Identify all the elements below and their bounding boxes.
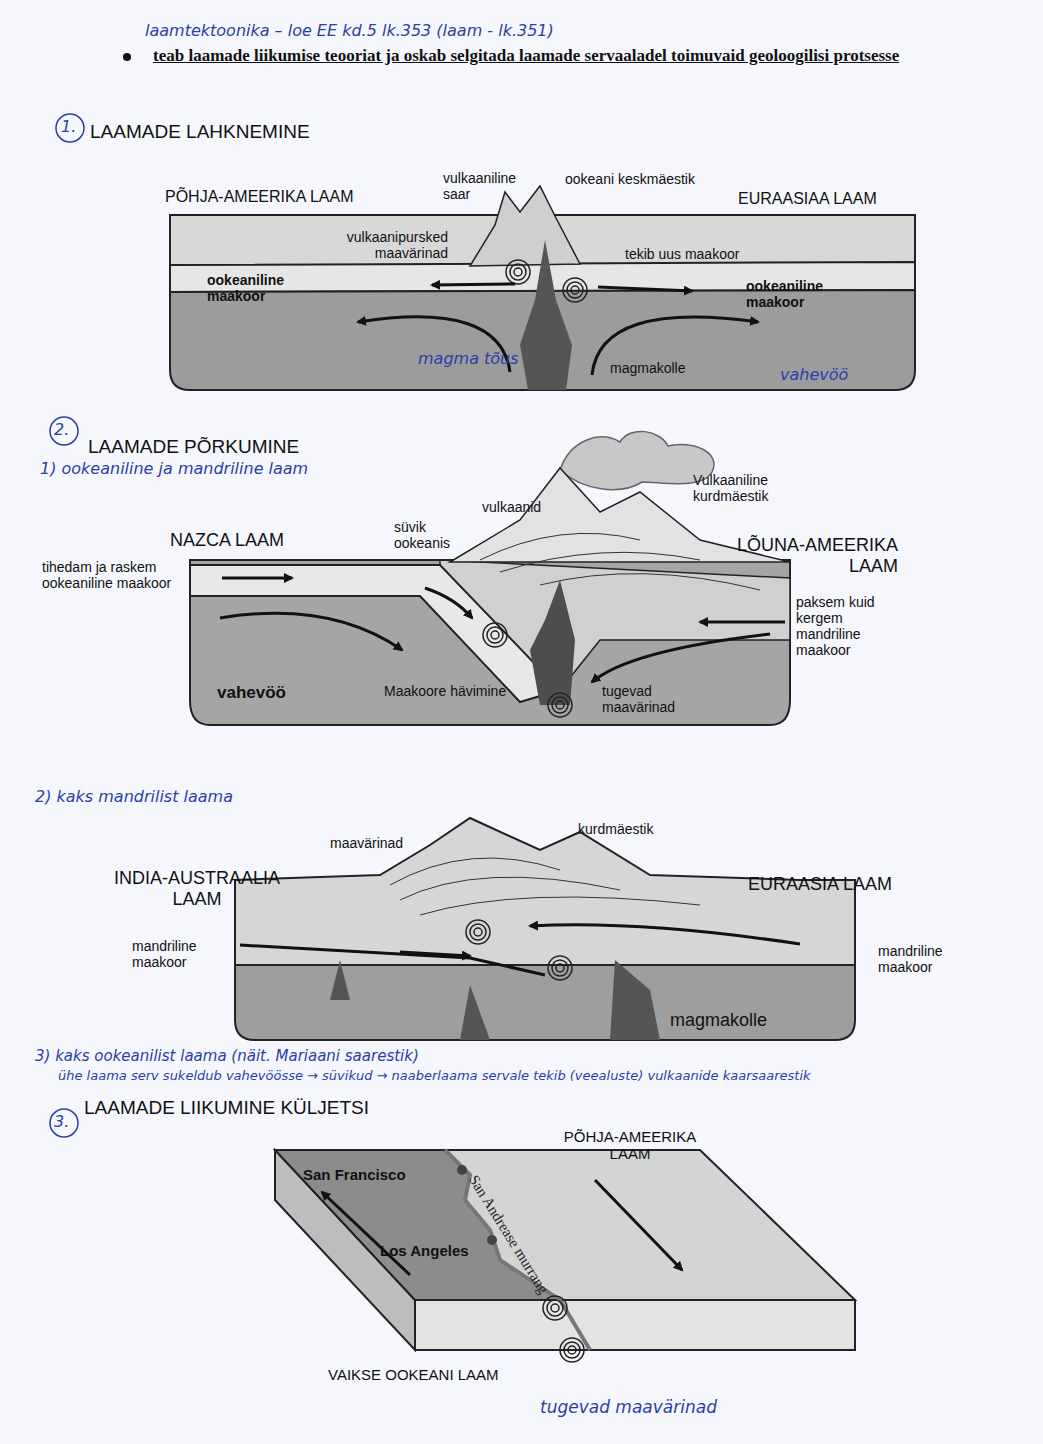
diagram-label: ühe laama serv sukeldub vahevöösse → süv… [58,1069,1038,1084]
diagram-label: 1. [61,118,76,136]
diagram-label: 3) kaks ookeanilist laama (näit. Mariaan… [35,1048,419,1065]
diagram-label: maavärinad [330,835,403,851]
diagram-label: ookeaniline maakoor [207,272,297,304]
diagram-label: vahevöö [780,366,848,384]
diagram-label: San Francisco [303,1166,406,1183]
diagram-label: 2. [54,421,69,439]
diagram-label: kurdmäestik [578,821,653,837]
convergent-continent-continent [235,818,855,1040]
diagram-label: PÕHJA-AMEERIKA LAAM [165,188,354,206]
diagram-label: ookeani keskmäestik [565,171,695,187]
diagram-label: mandriline maakoor [132,938,222,970]
diagram-label: EURAASIAA LAAM [738,190,877,208]
diagram-label: LÕUNA-AMEERIKA LAAM [693,535,898,576]
divergent-cross-section [170,186,915,390]
diagram-label: laamtektoonika – loe EE kd.5 lk.353 (laa… [145,22,554,40]
diagram-label: mandriline maakoor [878,943,968,975]
diagram-label: vulkaaniline saar [443,170,533,202]
diagram-label: Maakoore hävimine [384,683,506,699]
diagram-label: PÕHJA-AMEERIKA LAAM [560,1128,700,1163]
diagram-label: 2) kaks mandrilist laama [35,788,233,806]
diagram-label: Vulkaaniline kurdmäestik [693,472,803,504]
diagram-label: tugevad maavärinad [540,1398,717,1418]
circled-number [50,114,84,1137]
diagram-label: 1) ookeaniline ja mandriline laam [40,460,308,478]
diagram-label: Los Angeles [380,1242,469,1259]
diagram-label: LAAMADE LIIKUMINE KÜLJETSI [84,1097,369,1119]
heading: teab laamade liikumise teooriat ja oskab… [153,46,953,66]
transform-fault-block [275,1150,855,1362]
diagram-label: paksem kuid kergem mandriline maakoor [796,594,896,658]
diagram-label: vahevöö [217,683,286,703]
diagram-label: LAAMADE LAHKNEMINE [90,121,310,143]
diagram-label: magmakolle [670,1010,767,1031]
diagram-label: VAIKSE OOKEANI LAAM [328,1366,499,1383]
diagram-label: EURAASIA LAAM [748,874,892,895]
diagram-label: NAZCA LAAM [170,530,284,551]
diagram-label: vulkaanipursked maavärinad [318,229,448,261]
diagram-label: INDIA-AUSTRAALIA LAAM [97,868,297,909]
diagram-label: süvik ookeanis [394,519,474,551]
bullet [123,53,131,61]
diagram-label: 3. [54,1113,69,1131]
diagram-label: LAAMADE PÕRKUMINE [88,436,299,458]
diagram-label: ookeaniline maakoor [746,278,836,310]
diagram-label: magmakolle [610,360,685,376]
diagram-label: magma tõus [418,350,519,368]
diagram-label: tekib uus maakoor [625,246,739,262]
diagram-label: tugevad maavärinad [602,683,682,715]
diagram-label: tihedam ja raskem ookeaniline maakoor [42,559,202,591]
diagram-label: vulkaanid [482,499,541,515]
